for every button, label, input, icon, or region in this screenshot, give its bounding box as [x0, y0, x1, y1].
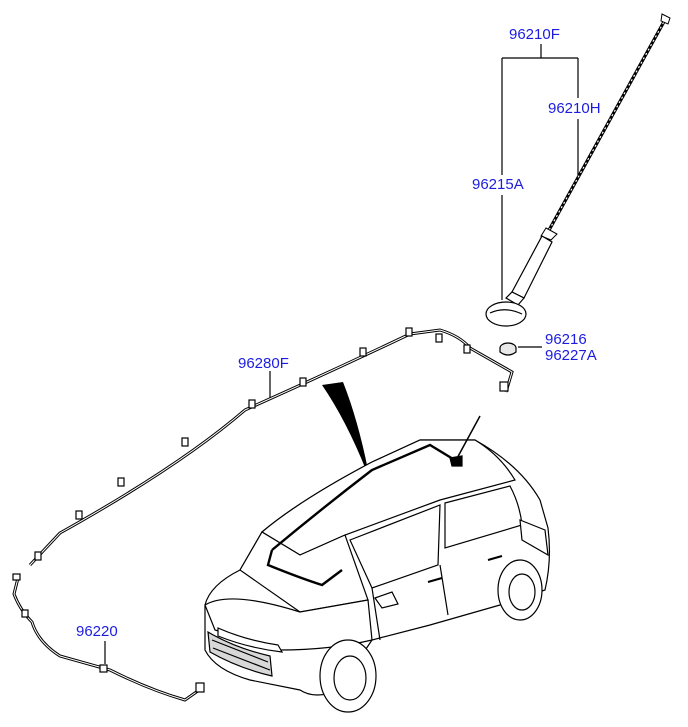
feeder-cable-96280F: [28, 327, 514, 567]
cable-96220: [12, 573, 205, 702]
nut-pad: [499, 342, 517, 356]
label-96216[interactable]: 96216: [545, 331, 587, 348]
antenna-base: [485, 235, 553, 327]
label-96220[interactable]: 96220: [76, 623, 118, 640]
label-96227A[interactable]: 96227A: [545, 347, 597, 364]
car-illustration: [204, 415, 551, 713]
location-pointer: [322, 382, 368, 470]
antenna-mast: [540, 13, 671, 241]
label-96210F[interactable]: 96210F: [509, 26, 560, 43]
label-96280F[interactable]: 96280F: [238, 355, 289, 372]
leader-lines: [104, 44, 579, 664]
label-96210H[interactable]: 96210H: [548, 100, 601, 117]
label-96215A[interactable]: 96215A: [472, 176, 524, 193]
